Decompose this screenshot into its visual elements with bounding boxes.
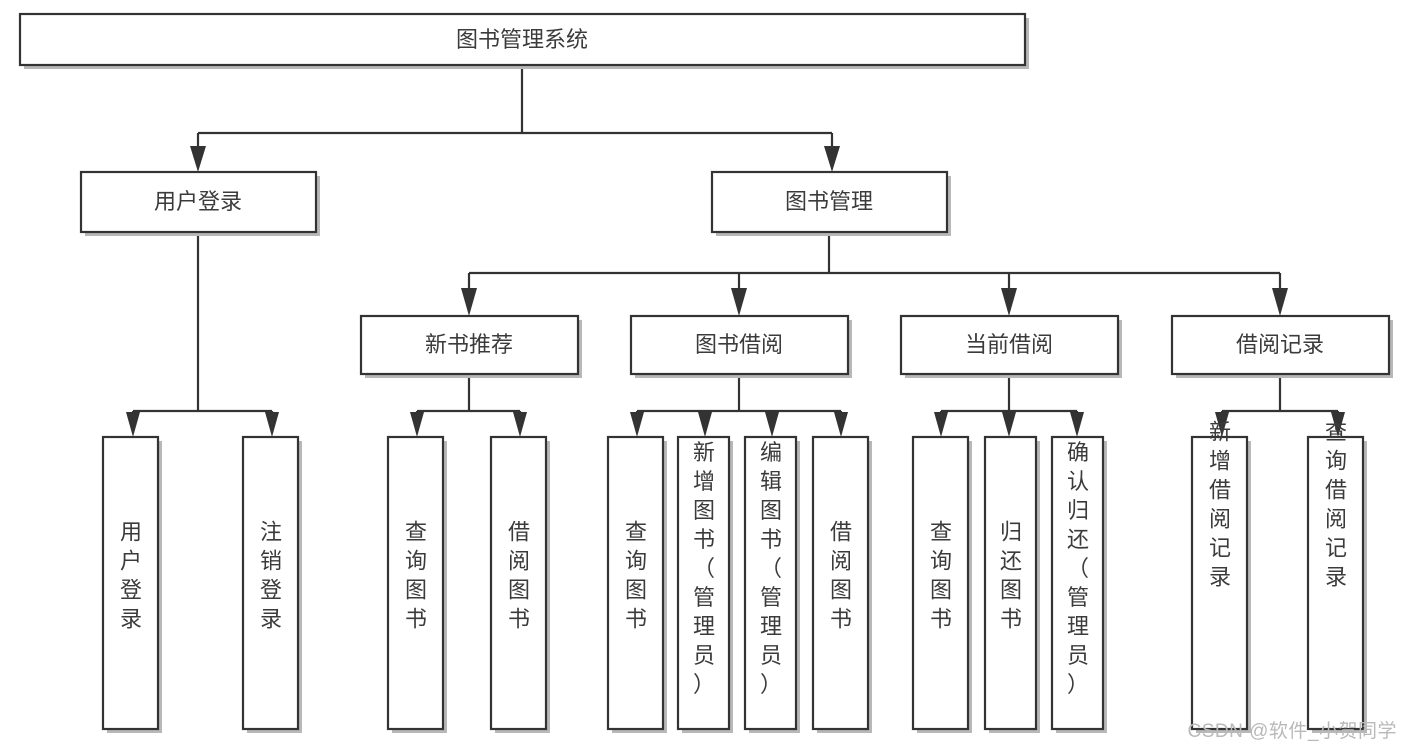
node-book-borrow-label: 图书借阅	[695, 332, 783, 357]
connector-borrowrecord-to-leaves	[1215, 374, 1345, 437]
node-leaf-edit-book[interactable]: 编辑图书（管理员）	[743, 435, 800, 733]
connector-userlogin-to-leaves	[126, 232, 279, 437]
csdn-watermark: CSDN @软件_小贺同学	[1187, 721, 1397, 742]
node-current-borrow[interactable]: 当前借阅	[899, 314, 1122, 378]
node-leaf-user-logout-label: 注销登录	[260, 520, 282, 632]
leaf-node-layer: 用户登录 注销登录 查询图书 借阅图书 查询图书	[101, 420, 1367, 734]
node-borrow-record[interactable]: 借阅记录	[1170, 314, 1393, 378]
node-leaf-query-record[interactable]: 查询借阅记录	[1306, 420, 1367, 734]
node-user-login[interactable]: 用户登录	[79, 170, 320, 236]
node-new-book-recommend[interactable]: 新书推荐	[359, 314, 582, 378]
node-leaf-confirm-return[interactable]: 确认归还（管理员）	[1050, 435, 1107, 733]
node-leaf-query-record-label: 查询借阅记录	[1325, 420, 1347, 590]
node-leaf-borrow-book-1[interactable]: 借阅图书	[489, 435, 550, 733]
node-book-manage[interactable]: 图书管理	[710, 170, 951, 236]
node-book-manage-label: 图书管理	[785, 189, 873, 214]
node-leaf-borrow-book-2-label: 借阅图书	[830, 520, 852, 632]
node-borrow-record-label: 借阅记录	[1236, 332, 1324, 357]
node-new-book-recommend-label: 新书推荐	[425, 332, 513, 357]
node-leaf-borrow-book-1-label: 借阅图书	[508, 520, 530, 632]
node-leaf-query-book-3-label: 查询图书	[930, 520, 952, 632]
node-leaf-query-book-3[interactable]: 查询图书	[911, 435, 972, 733]
connector-bookmanage-to-level3	[461, 232, 1288, 316]
node-leaf-add-record-label: 新增借阅记录	[1209, 420, 1231, 590]
node-leaf-user-logout[interactable]: 注销登录	[241, 435, 302, 733]
node-leaf-add-book[interactable]: 新增图书（管理员）	[676, 435, 733, 733]
node-leaf-return-book[interactable]: 归还图书	[983, 435, 1040, 733]
node-leaf-confirm-return-label: 确认归还（管理员）	[1067, 440, 1089, 697]
node-leaf-query-book-1[interactable]: 查询图书	[386, 435, 447, 733]
connector-layer	[126, 65, 1345, 437]
node-root-label: 图书管理系统	[456, 27, 588, 52]
connector-newbook-to-leaves	[410, 374, 527, 437]
connector-bookborrow-to-leaves	[630, 374, 848, 437]
connector-currentborrow-to-leaves	[934, 374, 1084, 437]
node-leaf-borrow-book-2[interactable]: 借阅图书	[811, 435, 872, 733]
node-leaf-add-book-label: 新增图书（管理员）	[693, 440, 715, 697]
node-book-borrow[interactable]: 图书借阅	[629, 314, 852, 378]
node-leaf-edit-book-label: 编辑图书（管理员）	[760, 440, 782, 697]
node-root-system[interactable]: 图书管理系统	[18, 12, 1029, 69]
node-user-login-label: 用户登录	[154, 189, 242, 214]
node-leaf-query-book-2[interactable]: 查询图书	[606, 435, 667, 733]
connector-root-to-level2	[190, 65, 840, 172]
node-leaf-user-login[interactable]: 用户登录	[101, 435, 162, 733]
node-leaf-user-login-label: 用户登录	[120, 520, 142, 632]
node-current-borrow-label: 当前借阅	[965, 332, 1053, 357]
node-leaf-query-book-2-label: 查询图书	[625, 520, 647, 632]
node-leaf-add-record[interactable]: 新增借阅记录	[1190, 420, 1251, 734]
node-leaf-return-book-label: 归还图书	[1000, 520, 1022, 632]
node-leaf-query-book-1-label: 查询图书	[405, 520, 427, 632]
